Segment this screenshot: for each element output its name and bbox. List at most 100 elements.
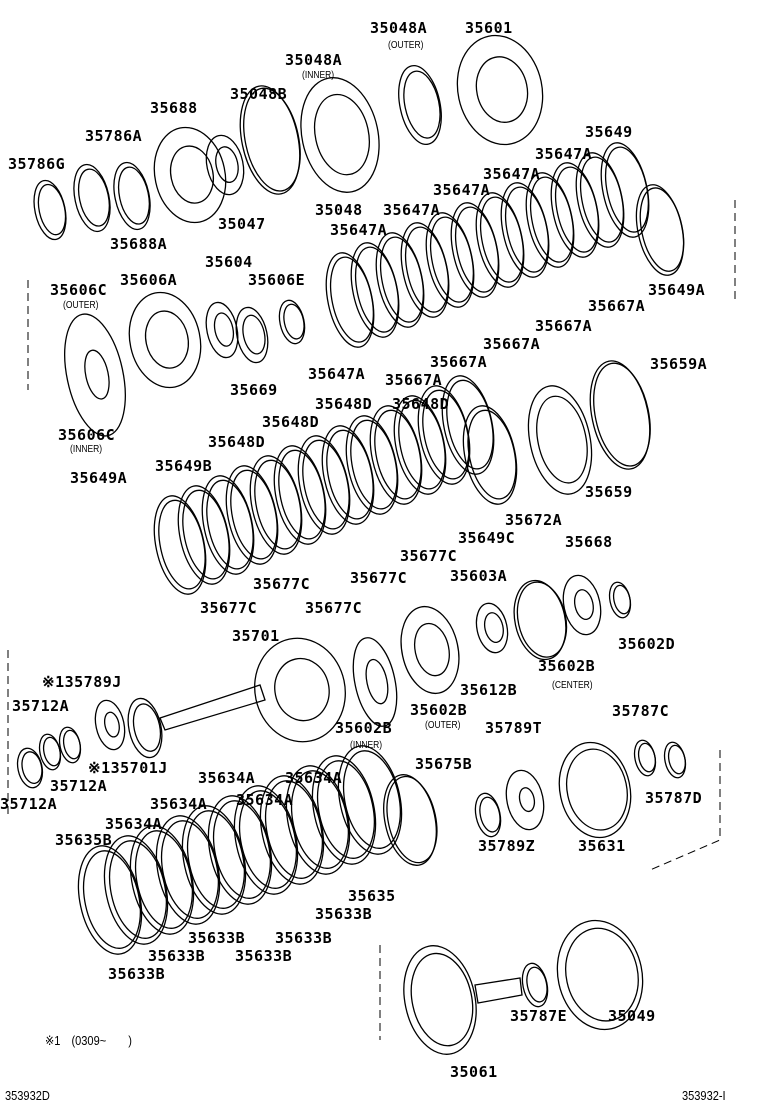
ring xyxy=(103,711,120,738)
part-label[interactable]: 35633B xyxy=(315,905,373,923)
part-label[interactable]: ※135789J xyxy=(42,673,122,691)
part-label[interactable]: 35659 xyxy=(585,483,633,501)
clutch-plate xyxy=(479,196,524,283)
part-label[interactable]: 35606C xyxy=(58,426,116,444)
part-label[interactable]: 35648D xyxy=(315,395,373,413)
part-label[interactable]: 35677C xyxy=(305,599,363,617)
clutch-plate xyxy=(579,156,624,243)
part-label[interactable]: 35602B xyxy=(538,657,596,675)
part-label[interactable]: 35787E xyxy=(510,1007,568,1025)
part-label[interactable]: 35631 xyxy=(578,837,626,855)
part-label[interactable]: 35667A xyxy=(535,317,593,335)
part-label[interactable]: 35048A xyxy=(370,19,428,37)
part-label[interactable]: 35786G xyxy=(8,155,66,173)
part-label[interactable]: 35606A xyxy=(120,271,178,289)
part-label[interactable]: 35677C xyxy=(350,569,408,587)
part-label[interactable]: 35633B xyxy=(188,929,246,947)
part-label[interactable]: 35649C xyxy=(458,529,516,547)
part-label[interactable]: 35649 xyxy=(585,123,633,141)
part-label[interactable]: 35787D xyxy=(645,789,703,807)
part-label[interactable]: 35633B xyxy=(275,929,333,947)
part-label[interactable]: 35648D xyxy=(392,395,450,413)
part-label[interactable]: 35675B xyxy=(415,755,473,773)
part-label[interactable]: 35602D xyxy=(618,635,676,653)
part-label[interactable]: 35604 xyxy=(205,253,253,271)
part-label[interactable]: 35061 xyxy=(450,1063,498,1081)
part-label[interactable]: 35712A xyxy=(0,795,58,813)
part-label[interactable]: 35688 xyxy=(150,99,198,117)
part-label[interactable]: 35667A xyxy=(588,297,646,315)
part-label[interactable]: 35789T xyxy=(485,719,543,737)
part-label[interactable]: 35602B xyxy=(335,719,393,737)
part-label[interactable]: 35789Z xyxy=(478,837,536,855)
part-sublabel: (OUTER) xyxy=(63,300,99,311)
part-label[interactable]: 35667A xyxy=(385,371,443,389)
part-label[interactable]: 35634A xyxy=(105,815,163,833)
part-label[interactable]: 35612B xyxy=(460,681,518,699)
part-label[interactable]: 35647A xyxy=(383,201,441,219)
part-label[interactable]: 35786A xyxy=(85,127,143,145)
spring xyxy=(215,146,239,183)
drum xyxy=(403,945,477,1055)
part-label[interactable]: 35049 xyxy=(608,1007,656,1025)
part-label[interactable]: 35649A xyxy=(648,281,706,299)
part-label[interactable]: 35677C xyxy=(200,599,258,617)
piston xyxy=(169,145,215,204)
part-label[interactable]: 35048A xyxy=(285,51,343,69)
ring xyxy=(633,739,657,777)
clutch-plate xyxy=(374,409,422,500)
part-label[interactable]: 35633B xyxy=(148,947,206,965)
part-label[interactable]: 35712A xyxy=(12,697,70,715)
part-label[interactable]: 35647A xyxy=(433,181,491,199)
part-label[interactable]: 35677C xyxy=(253,575,311,593)
part-label[interactable]: 35634A xyxy=(198,769,256,787)
part-label[interactable]: 35649B xyxy=(155,457,213,475)
part-label[interactable]: 35647A xyxy=(308,365,366,383)
hub xyxy=(518,787,536,813)
part-label[interactable]: 35635B xyxy=(55,831,113,849)
snap-ring xyxy=(639,187,685,272)
part-label[interactable]: 35668 xyxy=(565,533,613,551)
part-label[interactable]: 35677C xyxy=(400,547,458,565)
part-label[interactable]: 35048 xyxy=(315,201,363,219)
part-label[interactable]: 35672A xyxy=(505,511,563,529)
ring xyxy=(398,65,442,145)
seal xyxy=(235,306,269,364)
part-label[interactable]: 35649A xyxy=(70,469,128,487)
part-label[interactable]: 35633B xyxy=(108,965,166,983)
part-label[interactable]: 35603A xyxy=(450,567,508,585)
clutch-plate xyxy=(254,459,302,550)
part-label[interactable]: 35606E xyxy=(248,271,306,289)
part-label[interactable]: 35669 xyxy=(230,381,278,399)
snap-ring xyxy=(77,168,110,227)
part-label[interactable]: 35048B xyxy=(230,85,288,103)
part-label[interactable]: 35047 xyxy=(218,215,266,233)
part-label[interactable]: 35634A xyxy=(285,769,343,787)
part-label[interactable]: 35633B xyxy=(235,947,293,965)
part-label[interactable]: 35647A xyxy=(330,221,388,239)
part-label[interactable]: 35648D xyxy=(262,413,320,431)
part-label[interactable]: 35667A xyxy=(483,335,541,353)
part-label[interactable]: 35602B xyxy=(410,701,468,719)
part-label[interactable]: 35659A xyxy=(650,355,708,373)
diagram-code-left: 353932D xyxy=(5,1088,50,1103)
ring xyxy=(513,579,567,661)
part-label[interactable]: 35712A xyxy=(50,777,108,795)
part-label[interactable]: 35647A xyxy=(483,165,541,183)
part-label[interactable]: 35606C xyxy=(50,281,108,299)
part-label[interactable]: 35787C xyxy=(612,702,670,720)
part-label[interactable]: 35647A xyxy=(535,145,593,163)
part-label[interactable]: 35688A xyxy=(110,235,168,253)
part-label[interactable]: 35601 xyxy=(465,19,513,37)
part-label[interactable]: 35635 xyxy=(348,887,396,905)
ring xyxy=(42,736,61,767)
part-label[interactable]: 35634A xyxy=(150,795,208,813)
ring xyxy=(608,581,632,619)
part-label[interactable]: 35667A xyxy=(430,353,488,371)
part-label[interactable]: 35701 xyxy=(232,627,280,645)
part-label[interactable]: ※135701J xyxy=(88,759,168,777)
part-label[interactable]: 35648D xyxy=(208,433,266,451)
snap-ring xyxy=(386,775,438,864)
part-label[interactable]: 35634A xyxy=(236,791,294,809)
